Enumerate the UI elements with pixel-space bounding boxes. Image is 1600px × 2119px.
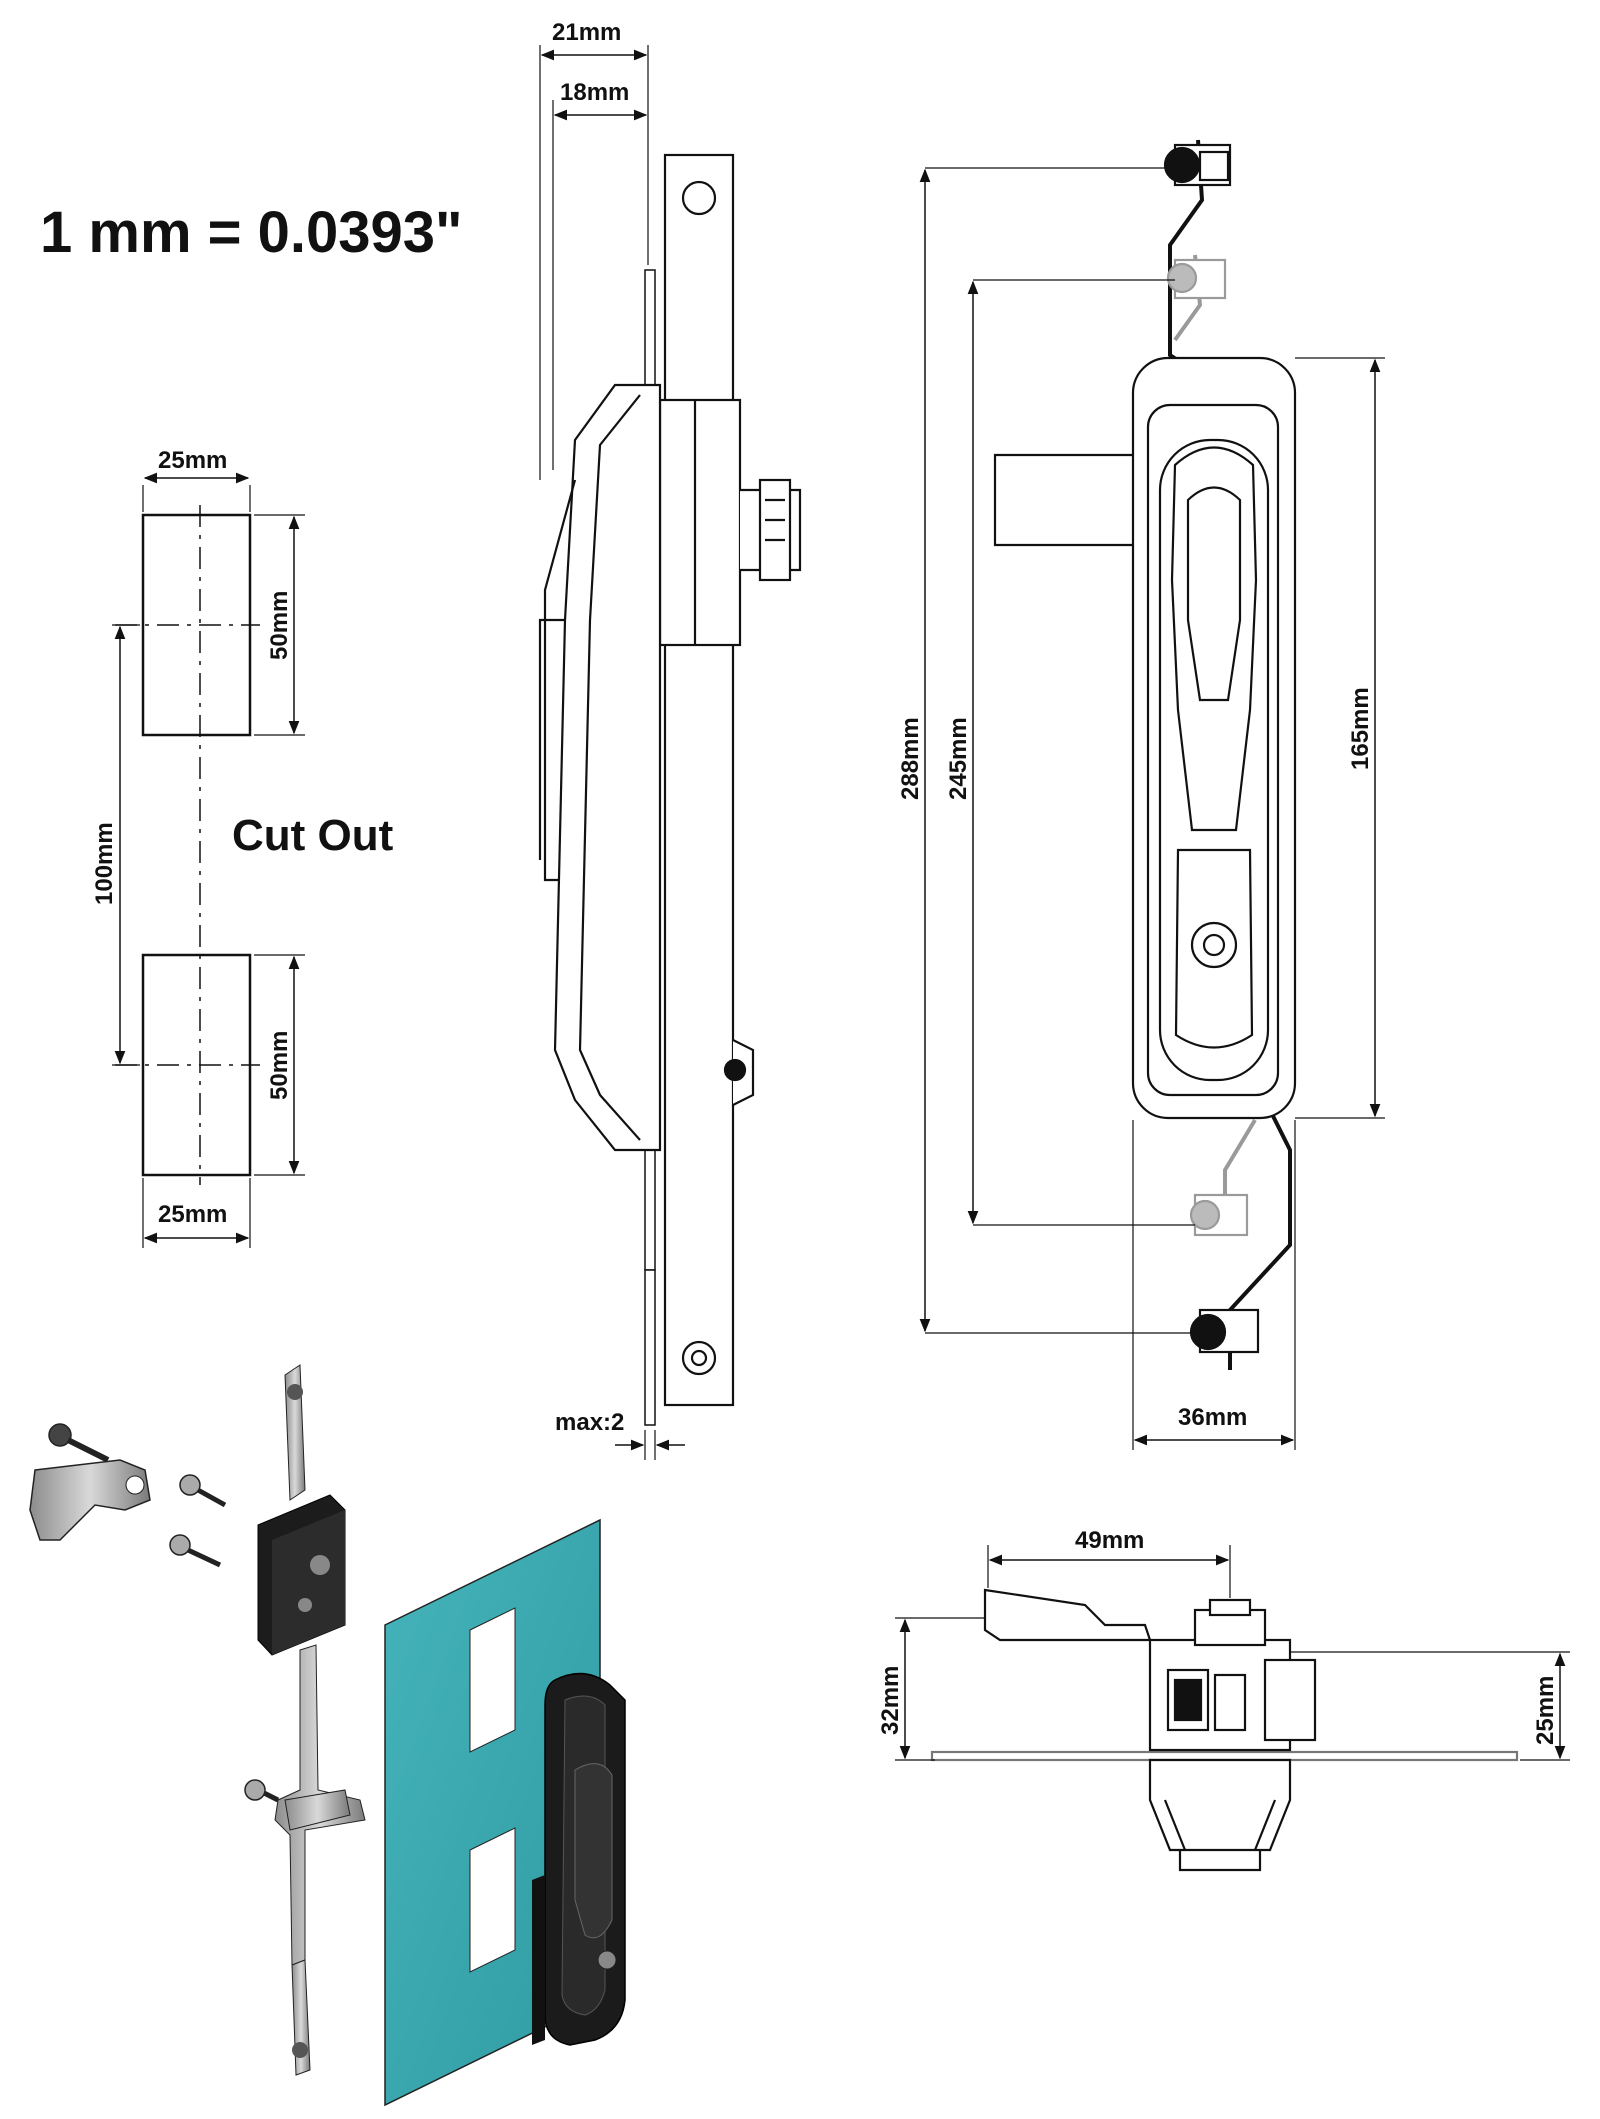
top-height: 32mm [877, 1666, 904, 1735]
front-view [919, 139, 1385, 1450]
cutout-width-bottom: 25mm [158, 1201, 227, 1228]
top-depth: 25mm [1532, 1676, 1559, 1745]
cutout-height-top: 50mm [266, 591, 293, 660]
top-view [895, 1545, 1570, 1872]
side-depth-overall: 21mm [552, 19, 621, 46]
cutout-label: Cut Out [232, 811, 394, 860]
cutout-height-bottom: 50mm [266, 1031, 293, 1100]
front-handle-length: 165mm [1347, 687, 1374, 770]
side-depth-body: 18mm [560, 79, 629, 106]
cutout-spacing: 100mm [91, 822, 118, 905]
front-rod-length: 288mm [897, 717, 924, 800]
side-panel-max: max:2 [555, 1409, 624, 1436]
cutout-width-top: 25mm [158, 447, 227, 474]
top-lever-reach: 49mm [1075, 1527, 1144, 1554]
exploded-assembly [29, 1364, 626, 2107]
conversion-note: 1 mm = 0.0393" [40, 200, 463, 265]
front-mount-length: 245mm [945, 717, 972, 800]
cutout-template [112, 472, 305, 1248]
front-handle-width: 36mm [1178, 1404, 1247, 1431]
side-view [538, 45, 802, 1460]
